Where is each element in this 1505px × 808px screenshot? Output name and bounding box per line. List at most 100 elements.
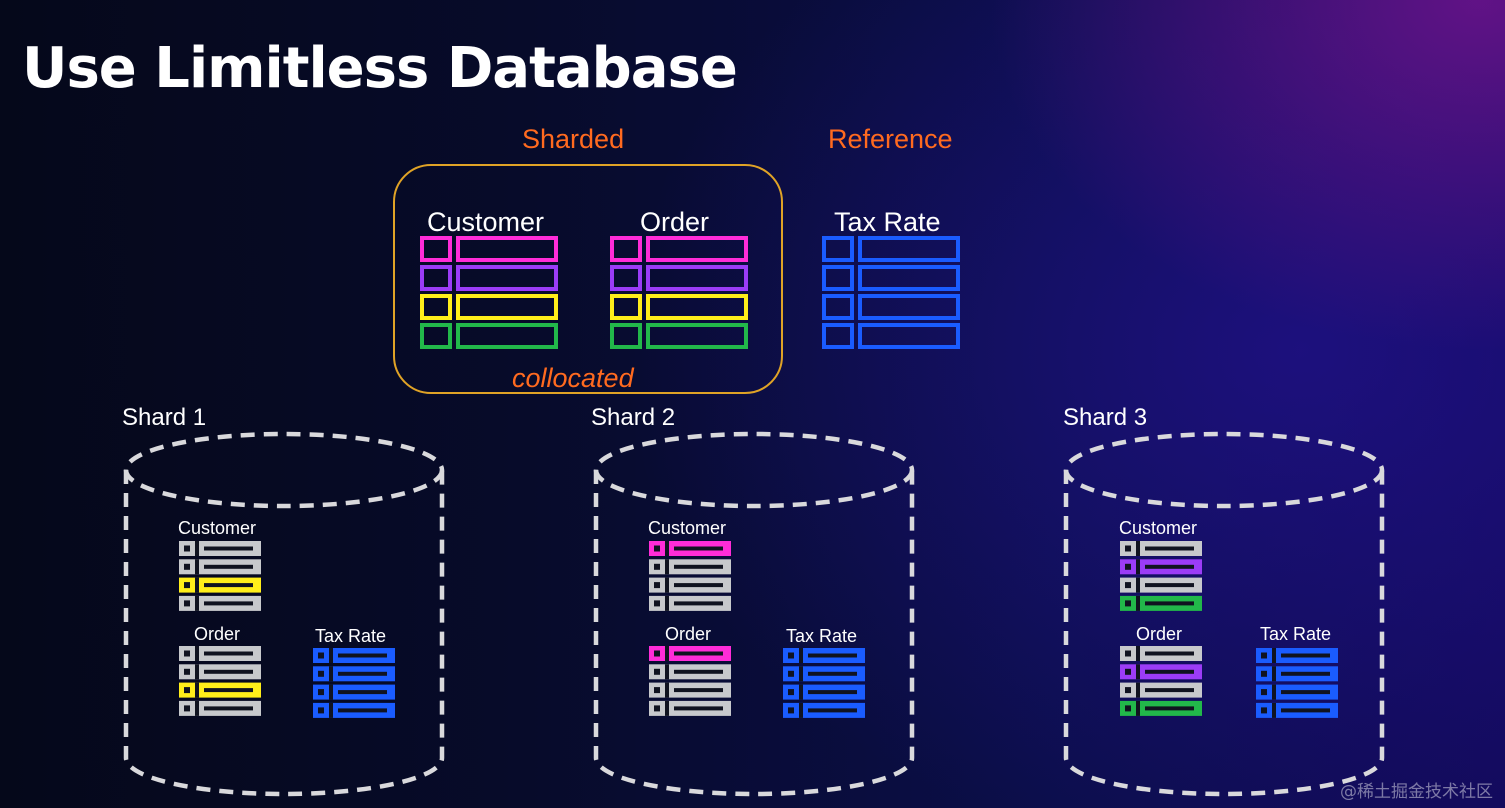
shard-1-customer-table-row-1-divider [195, 559, 199, 575]
shard-1-customer-table-row-3-divider [195, 595, 199, 611]
shard-3-cylinder-top [1063, 431, 1385, 509]
shard-1-order-title: Order [194, 624, 241, 644]
shard-2-cylinder-body [593, 470, 915, 797]
shard-2-customer-table-row-3-divider [665, 595, 669, 611]
shard-1-order-table-row-0-value-line [204, 651, 253, 656]
shard-1-order-table-row-3-divider [195, 700, 199, 716]
shard-3-tax-rate-table-row-1-value-line [1281, 671, 1330, 676]
shard-3-order-table-row-3-divider [1136, 700, 1140, 716]
shard-1-tax-rate-table-row-2-key-dot [318, 689, 324, 696]
shard-1-tax-rate-table-row-0-divider [329, 648, 333, 663]
shard-3-customer-table-row-3-divider [1136, 595, 1140, 611]
shard-2-order-table-row-3-value-line [674, 706, 723, 711]
shard-2-tax-rate-table-row-3-key-dot [788, 707, 794, 714]
shard-2-customer-title: Customer [648, 518, 727, 538]
shard-1-customer-table-row-3-value-line [204, 601, 253, 606]
collocated-label: collocated [512, 363, 634, 393]
shard-2-order-table-row-0-key-dot [654, 650, 660, 657]
tax-rate-table-row-0-key [822, 236, 854, 262]
shard-1-order-table-row-1-divider [195, 664, 199, 680]
shard-1-order-table-row-0-key-dot [184, 650, 190, 657]
shard-1-tax-rate-table-row-3-value-line [338, 708, 387, 713]
shard-3-tax-rate-table-row-0-key-dot [1261, 652, 1267, 659]
shard-2-tax-rate-table-row-2-key-dot [788, 689, 794, 696]
shard-2-tax-rate-table-row-0-divider [799, 648, 803, 663]
shard-2-order-table-row-1-key-dot [654, 668, 660, 675]
shard-3-tax-rate-table-row-3-key-dot [1261, 707, 1267, 714]
page-title: Use Limitless Database [22, 36, 738, 101]
customer-table-row-3-value [456, 323, 558, 349]
tax-rate-table-title: Tax Rate [834, 207, 941, 237]
shard-3-tax-rate-table-row-1-key-dot [1261, 670, 1267, 677]
shard-2-customer-table-row-0-value-line [674, 546, 723, 551]
shard-3-tax-rate-table-row-0-value-line [1281, 653, 1330, 658]
shard-3-order-table-row-1-value-line [1145, 669, 1194, 674]
shard-1-customer-table-row-3-key-dot [184, 600, 190, 607]
shard-1-tax-rate-title: Tax Rate [315, 626, 387, 646]
customer-table-row-0-value [456, 236, 558, 262]
order-table-row-2-value [646, 294, 748, 320]
shard-3-order-table-row-0-key-dot [1125, 650, 1131, 657]
shard-1-tax-rate-table-row-1-key-dot [318, 670, 324, 677]
shard-2-customer-table-row-3-key-dot [654, 600, 660, 607]
shard-1-cylinder-top [123, 431, 445, 509]
shard-3-customer-table-row-3-key-dot [1125, 600, 1131, 607]
shard-2-customer-table-row-0-divider [665, 541, 669, 556]
shard-3-order-table-row-0-value-line [1145, 651, 1194, 656]
shard-1-order-table-row-3-key-dot [184, 705, 190, 712]
customer-table-row-0-key [420, 236, 452, 262]
shard-1-tax-rate-table-row-1-value-line [338, 671, 387, 676]
shard-2-order-title: Order [665, 624, 712, 644]
shard-3-order-table-row-0-divider [1136, 646, 1140, 661]
shard-3-order-table-row-3-key-dot [1125, 705, 1131, 712]
shard-1-customer-table-row-0-key-dot [184, 545, 190, 552]
tax-rate-table-row-1-key [822, 265, 854, 291]
customer-table-row-1-key [420, 265, 452, 291]
shard-1-order-table-row-3-value-line [204, 706, 253, 711]
shard-2-order-table-row-3-divider [665, 700, 669, 716]
customer-table-row-2-value [456, 294, 558, 320]
shard-2-customer-table-row-2-divider [665, 577, 669, 593]
shard-1-tax-rate-table-row-3-divider [329, 702, 333, 718]
shard-2-tax-rate-table-row-0-value-line [808, 653, 857, 658]
shard-1-customer-table-row-1-value-line [204, 564, 253, 569]
order-table-row-0-key [610, 236, 642, 262]
shard-2-tax-rate-title: Tax Rate [786, 626, 858, 646]
shard-3-order-table-row-2-key-dot [1125, 687, 1131, 694]
shard-1-customer-table-row-2-divider [195, 577, 199, 593]
sharded-label: Sharded [522, 124, 625, 154]
shard-3-customer-table-row-3-value-line [1145, 601, 1194, 606]
shard-1-order-table-row-2-key-dot [184, 687, 190, 694]
shard-1-tax-rate-table-row-2-value-line [338, 690, 387, 695]
customer-table-row-2-key [420, 294, 452, 320]
shard-1-customer-table-row-2-value-line [204, 583, 253, 588]
tax-rate-table-row-1-value [858, 265, 960, 291]
shard-3-customer-table-row-0-key-dot [1125, 545, 1131, 552]
shard-2-order-table-row-1-divider [665, 664, 669, 680]
shard-2-tax-rate-table-row-0-key-dot [788, 652, 794, 659]
tax-rate-table-row-2-key [822, 294, 854, 320]
shard-1-order-table-row-1-key-dot [184, 668, 190, 675]
shard-2-order-table-row-0-value-line [674, 651, 723, 656]
shard-1-tax-rate-table-row-3-key-dot [318, 707, 324, 714]
shard-3-tax-rate-table-row-2-value-line [1281, 690, 1330, 695]
order-table-row-3-key [610, 323, 642, 349]
shard-2-cylinder-top [593, 431, 915, 509]
shard-3-tax-rate-table-row-2-divider [1272, 684, 1276, 700]
reference-label: Reference [828, 124, 953, 154]
shard-2-customer-table-row-1-value-line [674, 564, 723, 569]
shard-2-order-table-row-0-divider [665, 646, 669, 661]
customer-table-row-3-key [420, 323, 452, 349]
shard-3-customer-table-row-2-value-line [1145, 583, 1194, 588]
shard-3-label: Shard 3 [1063, 404, 1148, 431]
shard-2-customer-table-row-1-key-dot [654, 563, 660, 570]
shard-1-label: Shard 1 [122, 404, 207, 431]
shard-2-label: Shard 2 [591, 404, 676, 431]
shard-1-customer-title: Customer [178, 518, 257, 538]
shard-1-cylinder-body [123, 470, 445, 797]
shard-3-customer-table-row-0-divider [1136, 541, 1140, 556]
shard-1-order-table-row-0-divider [195, 646, 199, 661]
shard-2-tax-rate-table-row-3-value-line [808, 708, 857, 713]
shard-3-customer-table-row-1-divider [1136, 559, 1140, 575]
